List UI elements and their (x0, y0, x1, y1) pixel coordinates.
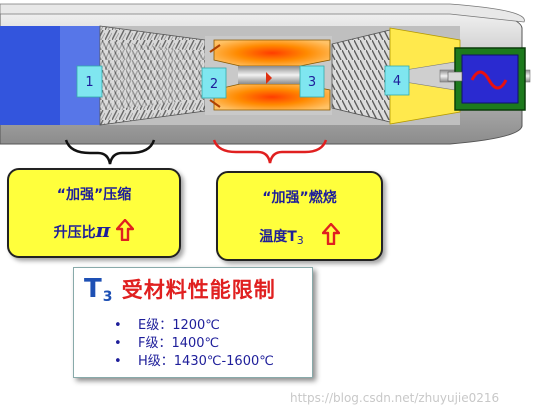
station-1-label: 1 (85, 75, 93, 90)
combustor-flame-top (213, 39, 331, 67)
compressor-bracket (64, 139, 156, 165)
sine-wave-icon (470, 70, 508, 90)
combustor-callout-detail: 温度T3 (218, 223, 381, 247)
station-2-label: 2 (210, 77, 218, 92)
t3-symbol: T3 (84, 274, 114, 305)
casing-top-band (0, 3, 525, 23)
material-limit-box: T3 受材料性能限制 E级：1200℃ F级：1400℃ H级：1430℃-16… (73, 267, 313, 378)
watermark: https://blog.csdn.net/zhuyujie0216 (290, 391, 500, 405)
temperature-label: 温度T (259, 229, 297, 245)
material-limit-title: T3 受材料性能限制 (84, 274, 276, 305)
temperature-subscript: 3 (296, 234, 304, 247)
list-item: H级：1430℃-1600℃ (114, 353, 274, 371)
station-1: 1 (76, 65, 103, 98)
up-arrow-icon (321, 223, 340, 245)
pi-symbol: π (95, 218, 111, 242)
compressor-callout-detail: 升压比π (9, 218, 179, 242)
station-4-label: 4 (393, 74, 401, 89)
combustor-liner (238, 66, 302, 84)
pressure-ratio-label: 升压比 (53, 225, 96, 241)
material-class-list: E级：1200℃ F级：1400℃ H级：1430℃-1600℃ (114, 317, 274, 371)
station-2: 2 (201, 67, 227, 99)
combustor-bracket (212, 139, 328, 164)
combustor-callout-title: “加强”燃烧 (262, 190, 337, 206)
material-limit-text: 受材料性能限制 (113, 278, 276, 302)
combustor-callout: “加强”燃烧 温度T3 (216, 171, 383, 261)
station-3: 3 (299, 65, 325, 98)
compressor-callout: “加强”压缩 升压比π (7, 168, 181, 258)
turbine-blades (331, 29, 391, 123)
list-item: F级：1400℃ (114, 335, 274, 353)
up-arrow-icon (116, 219, 135, 241)
list-item: E级：1200℃ (114, 317, 274, 335)
compressor-callout-title: “加强”压缩 (56, 187, 132, 203)
station-4: 4 (384, 65, 410, 96)
station-3-label: 3 (308, 75, 316, 90)
